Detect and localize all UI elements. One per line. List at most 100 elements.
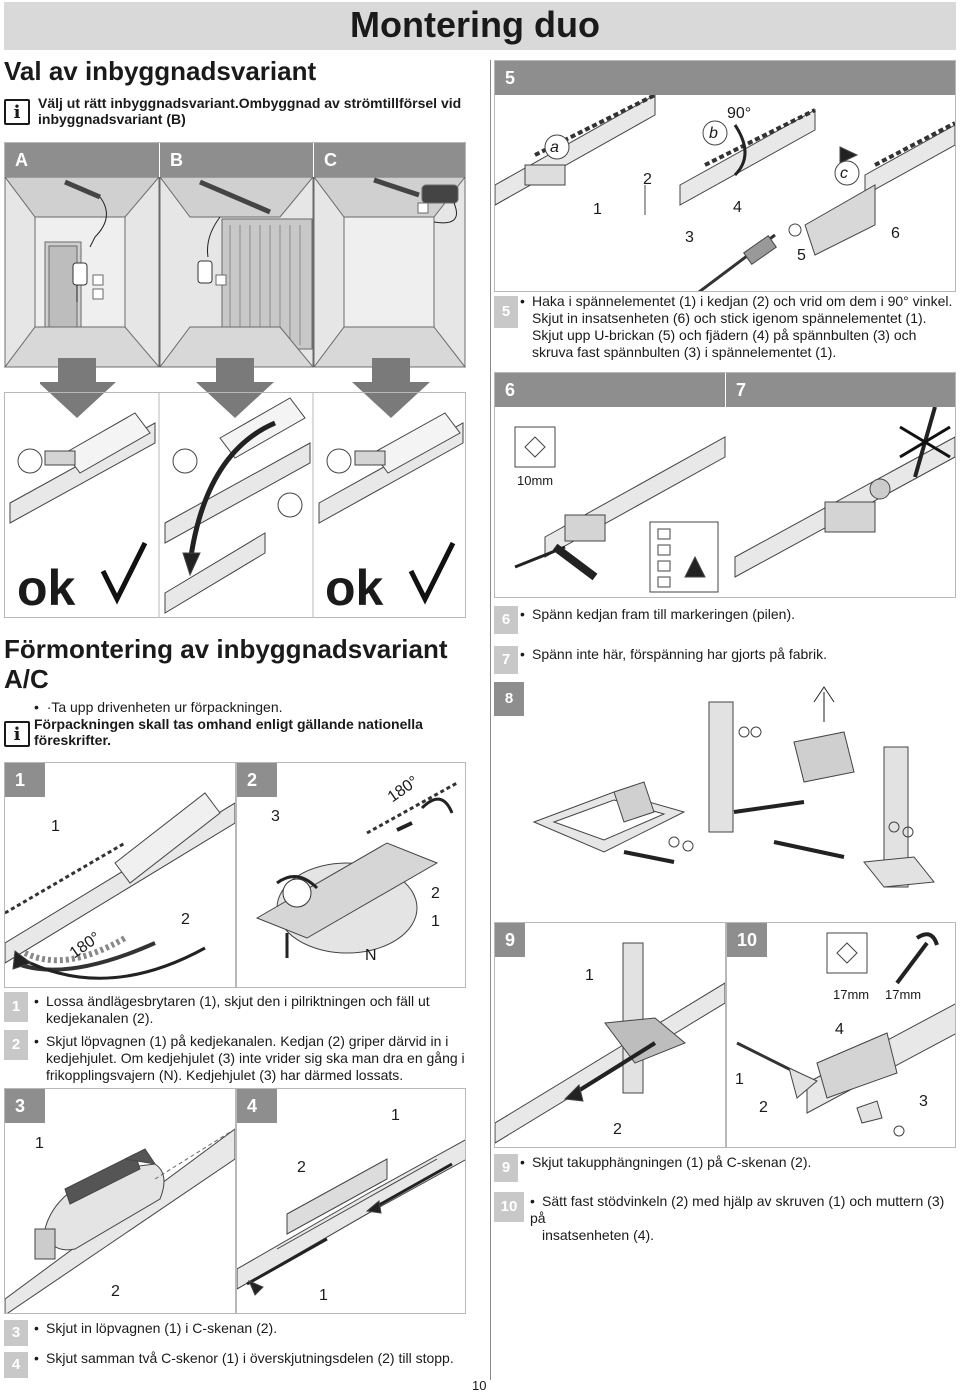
step-2-panel: 2 3 180° 2 1 N [236,762,466,988]
step-9-panel: 9 1 2 [494,922,726,1148]
step-6-7-illustration [514,407,955,593]
desc-5-line-3: Skjut upp U-brickan (5) och fjädern (4) … [532,327,917,343]
preassembly-bullet: • ·Ta upp drivenheten ur förpackningen. [34,699,283,715]
variant-a-label: A [5,143,159,177]
variant-info-line-1: Välj ut rätt inbyggnadsvariant.Ombyggnad… [38,95,462,111]
desc-5-line-4: skruva fast spännbulten (3) i spänneleme… [532,344,837,360]
page-number: 10 [472,1378,487,1393]
step-9-illustration [495,942,725,1144]
step-2-label-2: 2 [431,885,440,902]
step-3-label-1: 1 [35,1135,44,1152]
step-5-illustration [495,95,955,291]
variant-b-label: B [159,143,313,177]
step-4-label-2: 2 [297,1159,306,1176]
step-2-label-3: 3 [271,808,280,825]
desc-4-number: 4 [4,1352,28,1378]
variant-c-label: C [313,143,465,177]
desc-5-line-2: Skjut in insatsenheten (6) och stick ige… [532,310,927,326]
step-10-label-2: 2 [759,1099,768,1116]
desc-4-text: •Skjut samman två C-skenor (1) i överskj… [34,1350,454,1366]
down-arrows [40,358,430,418]
desc-1-line-2: kedjekanalen (2). [46,1010,154,1026]
step-5-label-5: 5 [797,247,806,264]
desc-5-line-1: Haka i spännelementet (1) i kedjan (2) o… [532,293,953,309]
desc-9-line: Skjut takupphängningen (1) på C-skenan (… [532,1154,812,1170]
step-8-panel: 8 [494,682,956,908]
step-4-label-1-bottom: 1 [319,1287,328,1304]
preassembly-bullet-text: ·Ta upp drivenheten ur förpackningen. [46,699,283,715]
desc-6-text: •Spänn kedjan fram till markeringen (pil… [520,606,796,622]
step-10-illustration [736,932,955,1137]
step-2-label-n: N [365,947,377,964]
step-9-label-2: 2 [613,1121,622,1138]
step-5-label-b: b [709,125,718,142]
ok-label-a: ok [17,560,76,616]
step-5-angle: 90° [727,105,752,122]
step-8-illustration [532,686,935,888]
step-5-label-2: 2 [643,171,652,188]
info-icon: i [4,99,30,125]
desc-6-number: 6 [494,606,518,634]
info-icon-packaging: i [4,721,30,747]
desc-1-text: •Lossa ändlägesbrytaren (1), skjut den i… [34,993,430,1026]
rail-assembly-illustrations [9,393,464,617]
step-3-number: 3 [5,1089,45,1123]
desc-3-line: Skjut in löpvagnen (1) i C-skenan (2). [46,1320,278,1336]
step-10-wrench-2: 17mm [885,987,922,1002]
desc-5-text: •Haka i spännelementet (1) i kedjan (2) … [520,293,953,360]
ok-label-c: ok [325,560,384,616]
desc-6-line: Spänn kedjan fram till markeringen (pile… [532,606,796,622]
desc-4-line: Skjut samman två C-skenor (1) i överskju… [46,1350,454,1366]
step-3-illustration [5,1128,235,1313]
desc-9-number: 9 [494,1154,518,1182]
step-4-number: 4 [237,1089,277,1123]
step-5-label-6: 6 [891,225,900,242]
step-6-number: 6 [495,373,725,407]
step-5-label-1: 1 [593,201,602,218]
desc-1-line-1: Lossa ändlägesbrytaren (1), skjut den i … [46,993,430,1009]
step-1-number: 1 [5,763,45,797]
section-heading-variant: Val av inbyggnadsvariant [4,56,317,86]
desc-2-number: 2 [4,1030,28,1060]
step-4-illustration [237,1139,465,1296]
desc-10-text: •Sätt fast stödvinkeln (2) med hjälp av … [530,1193,960,1244]
desc-1-number: 1 [4,992,28,1022]
variant-info-line-2: inbyggnadsvariant (B) [38,111,186,127]
step-6-7-panel: 6 7 10mm [494,372,956,598]
desc-2-line-3: frikopplingsvajern (N). Kedjehjulet (3) … [46,1067,404,1083]
step-2-label-1: 1 [431,913,440,930]
desc-10-line-2: insatsenheten (4). [542,1227,655,1243]
desc-2-line-1: Skjut löpvagnen (1) på kedjekanalen. Ked… [46,1033,449,1049]
variant-panels: A B C [4,142,466,368]
step-3-label-2: 2 [111,1283,120,1300]
step-6-wrench-size: 10mm [517,473,554,488]
step-5-label-a: a [550,139,559,156]
packaging-info-line-1: Förpackningen skall tas omhand enligt gä… [34,716,423,732]
step-10-label-1: 1 [735,1071,744,1088]
step-2-number: 2 [237,763,277,797]
desc-3-number: 3 [4,1320,28,1346]
column-divider [490,60,491,1380]
desc-2-text: •Skjut löpvagnen (1) på kedjekanalen. Ke… [34,1033,465,1083]
step-1-panel: 1 1 2 180° [4,762,236,988]
desc-7-text: •Spänn inte här, förspänning har gjorts … [520,646,827,662]
step-10-wrench-1: 17mm [833,987,870,1002]
step-10-label-3: 3 [919,1093,928,1110]
step-9-number: 9 [495,923,525,957]
variant-result-panels: ok ok [4,392,466,618]
title-bar [4,2,956,50]
step-10-panel: 10 17mm 17mm 4 1 2 3 [726,922,956,1148]
page-title: Montering duo [350,4,600,45]
section-heading-preassembly-1: Förmontering av inbyggnadsvariant [4,634,448,664]
step-4-panel: 4 1 2 1 [236,1088,466,1314]
step-1-label-1: 1 [51,818,60,835]
desc-10-number: 10 [494,1192,524,1222]
desc-2-line-2: kedjehjulet. Om kedjehjulet (3) inte vri… [46,1050,465,1066]
step-8-number: 8 [494,682,524,716]
packaging-info-line-2: föreskrifter. [34,732,112,748]
step-1-illustration [5,792,235,980]
step-10-number: 10 [727,923,767,957]
desc-3-text: •Skjut in löpvagnen (1) i C-skenan (2). [34,1320,278,1336]
step-5-label-c: c [840,165,848,182]
step-5-label-4: 4 [733,199,742,216]
